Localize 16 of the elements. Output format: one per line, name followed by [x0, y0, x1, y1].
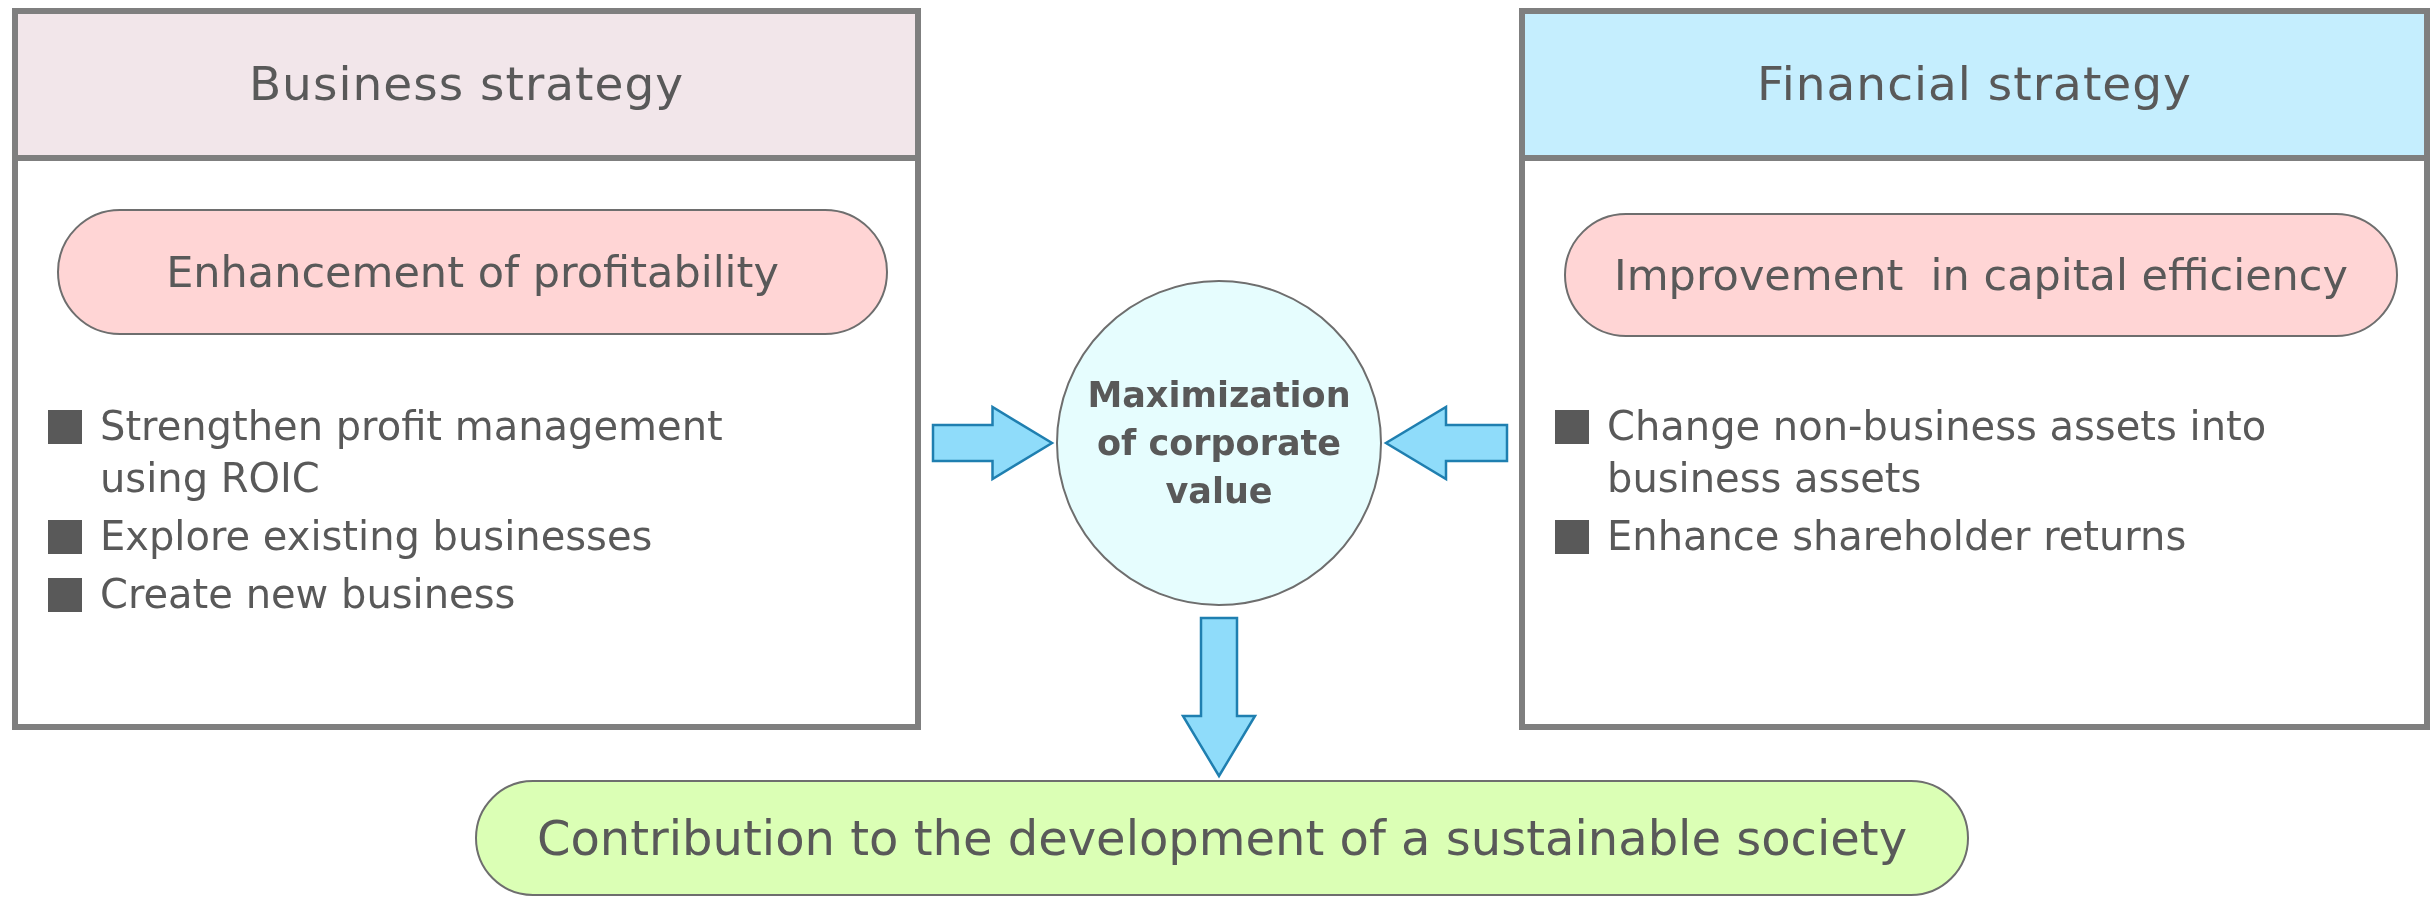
panel-heading: Business strategy [248, 55, 685, 114]
block-arrow [931, 404, 1055, 482]
bullet-text: Enhance shareholder returns [1607, 512, 2188, 561]
strategy-panel [1519, 8, 2430, 730]
block-arrow [1180, 616, 1258, 779]
pill-text: Improvement in capital efficiency [1614, 248, 2348, 302]
bullet-text: Explore existing businesses [100, 512, 654, 561]
pill-text: Enhancement of profitability [166, 245, 779, 299]
outcome-text: Contribution to the development of a sustainable society [536, 809, 1908, 868]
bullet-text: Create new business [100, 570, 517, 619]
block-arrow [1383, 404, 1509, 482]
panel-heading: Financial strategy [1757, 55, 2192, 114]
bullet-text: Change non-business assets into business assets [1607, 402, 2268, 503]
bullet-text: Strengthen profit management using ROIC [100, 402, 724, 503]
circle-text: Maximization of corporate value [1086, 374, 1352, 513]
strategy-panel [12, 8, 921, 730]
